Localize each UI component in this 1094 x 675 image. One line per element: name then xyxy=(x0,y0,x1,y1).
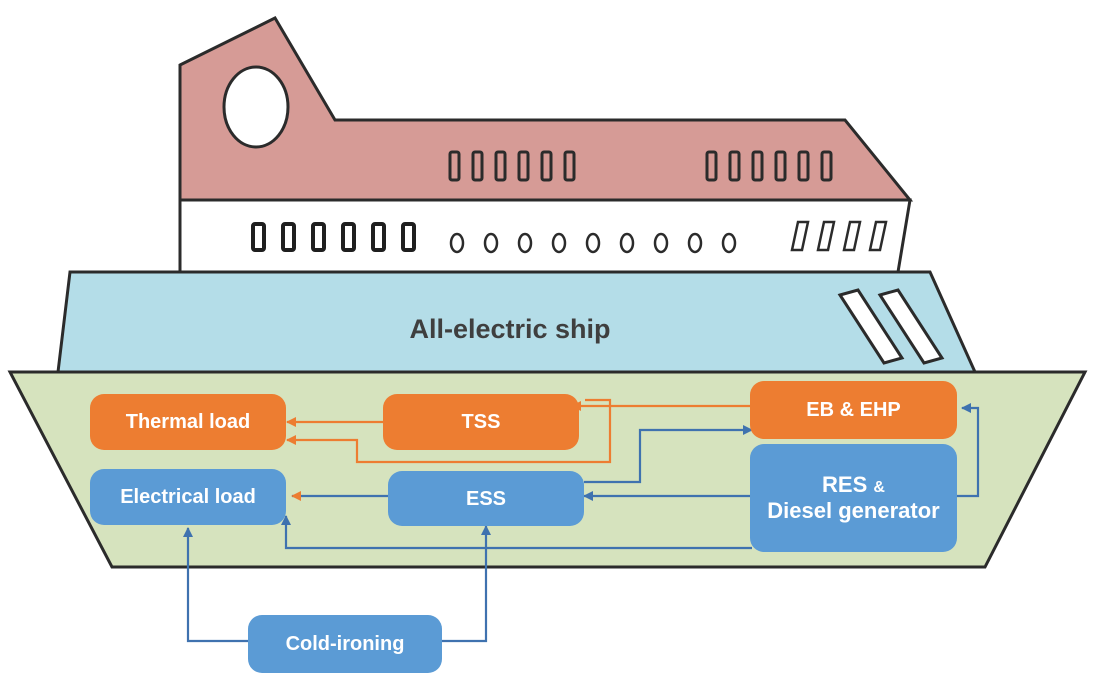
thermal-flow-arrows xyxy=(286,398,750,464)
res-line1: RES & xyxy=(822,472,885,498)
electrical-load-box: Electrical load xyxy=(90,469,286,525)
ship-title: All-electric ship xyxy=(409,314,611,344)
res-label: RES xyxy=(822,471,868,497)
ess-label: ESS xyxy=(465,487,507,510)
deck-vents xyxy=(837,288,945,365)
res-line2: Diesel generator xyxy=(767,498,940,523)
cold-ironing-box: Cold-ironing xyxy=(248,615,442,673)
arrow-res-to-eb xyxy=(956,403,980,498)
thermal-load-label: Thermal load xyxy=(125,411,251,433)
arrow-eb-to-thermal-load-bypass xyxy=(286,406,612,464)
cabin-windows-oval xyxy=(449,232,737,254)
res-ampersand: & xyxy=(873,478,885,496)
upper-windows-left xyxy=(448,150,576,182)
eb-ehp-box: EB & EHP xyxy=(750,381,957,439)
cabin-deck xyxy=(178,198,912,274)
electrical-load-label: Electrical load xyxy=(120,486,256,508)
arrow-ess-to-eb xyxy=(584,425,753,484)
upper-windows-right xyxy=(705,150,833,182)
tss-label: TSS xyxy=(461,411,501,433)
porthole xyxy=(222,65,290,149)
res-diesel-box: RES & Diesel generator xyxy=(750,444,957,552)
electrical-flow-arrows xyxy=(183,403,980,643)
arrow-cold-ironing-to-electrical-load xyxy=(183,527,248,643)
ess-box: ESS xyxy=(388,471,584,526)
thermal-load-box: Thermal load xyxy=(90,394,286,450)
cold-ironing-label: Cold-ironing xyxy=(285,633,405,655)
tss-box: TSS xyxy=(383,394,579,450)
arrow-eb-bypass-to-thermal-load xyxy=(585,398,612,406)
arrow-cold-ironing-to-ess xyxy=(442,525,491,643)
arrow-res-to-electrical-load xyxy=(281,515,752,550)
cabin-windows-rect xyxy=(251,222,416,252)
cabin-windows-slanted xyxy=(790,220,888,252)
eb-ehp-label: EB & EHP xyxy=(806,399,901,421)
